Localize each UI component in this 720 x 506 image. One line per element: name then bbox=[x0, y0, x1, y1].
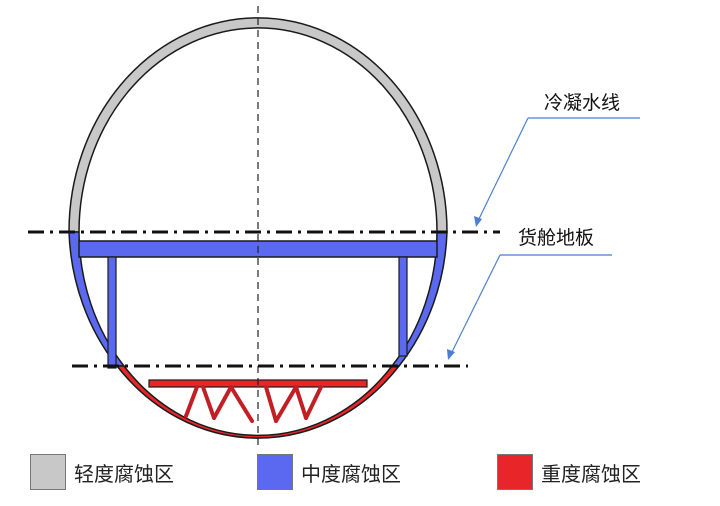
left-floor-post bbox=[107, 256, 117, 369]
right-floor-post bbox=[398, 256, 408, 357]
legend-label-heavy: 重度腐蚀区 bbox=[541, 461, 641, 486]
condensation-line-label: 冷凝水线 bbox=[544, 92, 621, 114]
legend-label-medium: 中度腐蚀区 bbox=[301, 461, 401, 486]
legend-label-light: 轻度腐蚀区 bbox=[74, 461, 174, 486]
legend-heavy: 重度腐蚀区 bbox=[497, 452, 641, 492]
bilge-truss bbox=[184, 385, 323, 423]
legend-swatch-medium bbox=[257, 454, 293, 490]
legend-swatch-light bbox=[30, 454, 66, 490]
legend-swatch-heavy bbox=[497, 454, 533, 490]
cargo-floor-label: 货舱地板 bbox=[518, 227, 595, 249]
condensation-leader bbox=[474, 117, 640, 227]
cargo-floor-leader bbox=[447, 254, 612, 360]
legend-medium: 中度腐蚀区 bbox=[257, 452, 401, 492]
legend-light: 轻度腐蚀区 bbox=[30, 452, 174, 492]
